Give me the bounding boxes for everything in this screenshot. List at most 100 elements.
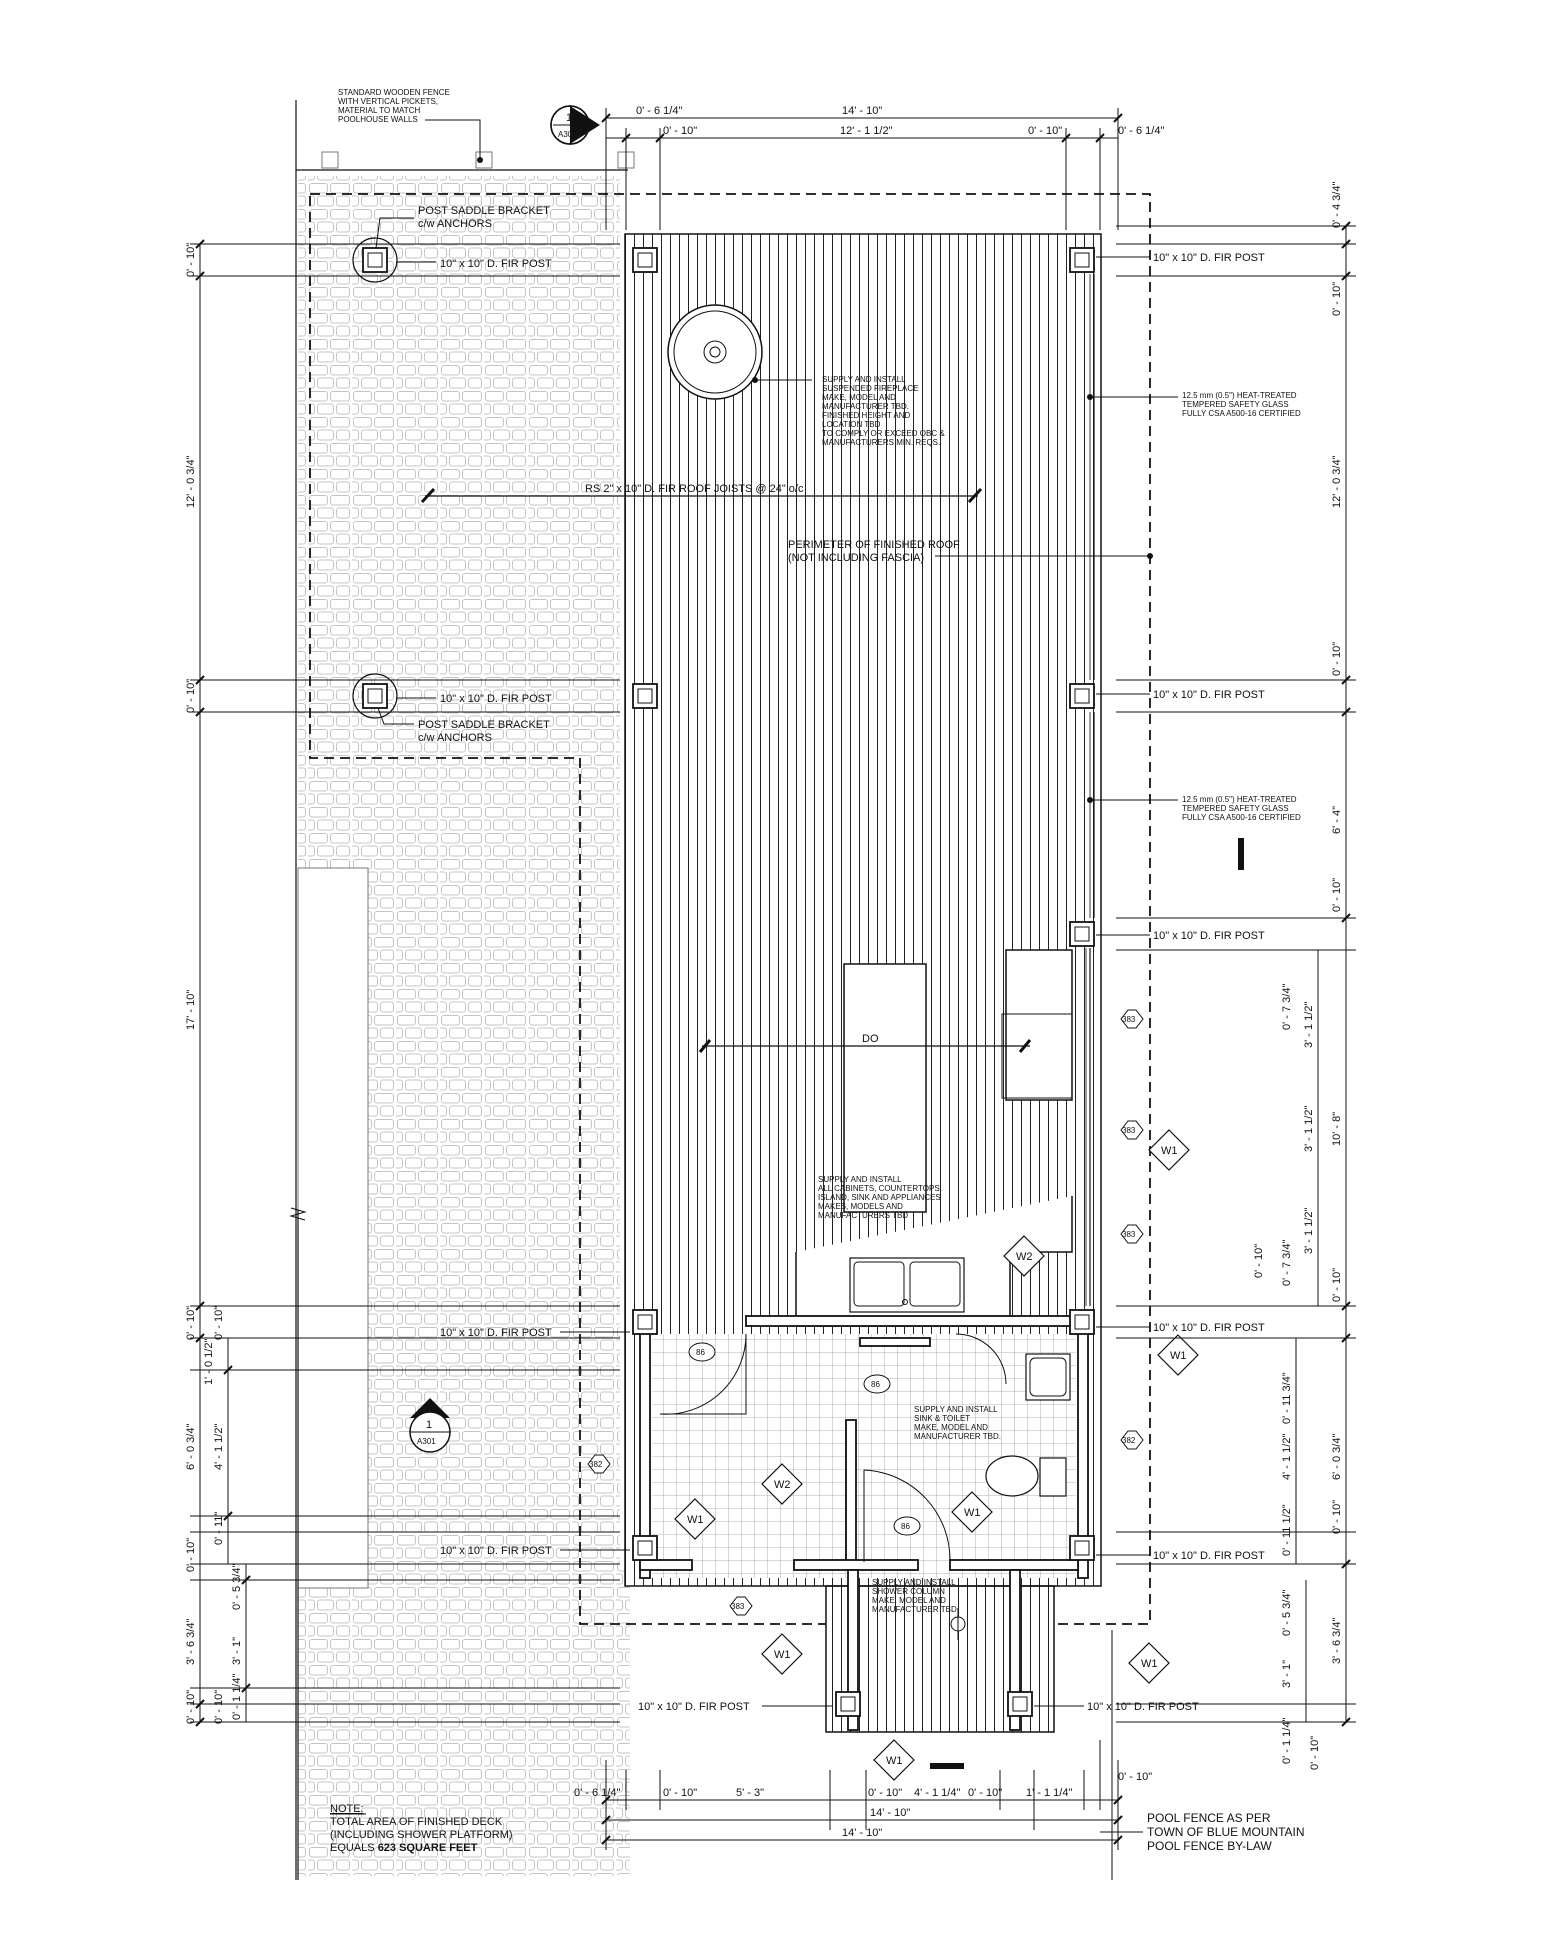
fir-post: [632, 1535, 658, 1561]
joist-line: RS 2" x 10" D. FIR ROOF JOISTS @ 24" o/c: [420, 483, 983, 504]
dim-label: 0' - 4 3/4": [1331, 182, 1343, 228]
dim-label: 0' - 5 3/4": [231, 1564, 243, 1610]
window-tags: W1 W1 W2 W2 W1 W1 W1 W1: [674, 1129, 1199, 1781]
fireplace-note-line: FINISHED HEIGHT AND: [822, 411, 911, 420]
dim-label: 0' - 1 1/4": [231, 1674, 243, 1720]
door-tag-label: 382: [1122, 1436, 1136, 1445]
fireplace: [667, 304, 812, 400]
fence-note-line: WITH VERTICAL PICKETS,: [338, 97, 438, 106]
glass-note-line: TEMPERED SAFETY GLASS: [1182, 804, 1289, 813]
area-note-heading: NOTE:: [330, 1803, 364, 1815]
dim-label: 0' - 10": [663, 125, 697, 137]
dim-label: 12' - 1 1/2": [840, 125, 893, 137]
window-tag-label: W2: [774, 1479, 791, 1491]
dim-label: 0' - 6 1/4": [574, 1787, 620, 1799]
glass-note-line: TEMPERED SAFETY GLASS: [1182, 400, 1289, 409]
window-tag: W2: [1003, 1235, 1045, 1277]
area-note-line: TOTAL AREA OF FINISHED DECK: [330, 1816, 503, 1828]
cabinet-note-line: MAKES, MODELS AND: [818, 1202, 903, 1211]
post-label: 10" x 10" D. FIR POST: [1153, 1322, 1265, 1334]
dim-label: 0' - 1 1/4": [1281, 1718, 1293, 1764]
dim-label: 12' - 0 3/4": [185, 455, 197, 508]
window-tag: W1: [761, 1633, 803, 1675]
post-label: 10" x 10" D. FIR POST: [1153, 689, 1265, 701]
door-tag: 86: [893, 1516, 921, 1536]
fir-post: [1069, 683, 1095, 709]
dim-label: 0' - 7 3/4": [1281, 984, 1293, 1030]
fireplace-note-line: MAKE, MODEL AND: [822, 393, 896, 402]
post-label: 10" x 10" D. FIR POST: [440, 693, 552, 705]
window-tag-label: W2: [1016, 1251, 1033, 1263]
fir-post: [632, 1309, 658, 1335]
fir-post: [1069, 247, 1095, 273]
dim-label: 0' - 10": [185, 1306, 197, 1340]
door-tag: 383: [729, 1596, 753, 1616]
section-marker-top: 1 A302: [550, 105, 600, 145]
door-tag-label: 86: [901, 1522, 910, 1531]
dim-label: 0' - 10": [185, 679, 197, 713]
dim-label: 5' - 3": [736, 1787, 764, 1799]
fir-post: [632, 683, 658, 709]
fir-post: [1069, 921, 1095, 947]
area-note: NOTE: TOTAL AREA OF FINISHED DECK (INCLU…: [330, 1803, 513, 1854]
door-tag-label: 86: [696, 1348, 705, 1357]
window-tag-label: W1: [687, 1514, 704, 1526]
post-labels: 10" x 10" D. FIR POST 10" x 10" D. FIR P…: [396, 252, 1265, 1713]
post-label: 10" x 10" D. FIR POST: [1153, 930, 1265, 942]
area-note-line: EQUALS 623 SQUARE FEET: [330, 1842, 478, 1854]
perimeter-note: PERIMETER OF FINISHED ROOF (NOT INCLUDIN…: [788, 539, 1153, 564]
fence-note-line: STANDARD WOODEN FENCE: [338, 88, 450, 97]
window-tag: W1: [873, 1739, 915, 1781]
glass-note-lower: 12.5 mm (0.5") HEAT-TREATED TEMPERED SAF…: [1092, 795, 1301, 822]
door-tag: 383: [1120, 1120, 1144, 1140]
dim-label: 0' - 5 3/4": [1281, 1590, 1293, 1636]
dimension-lines: [190, 108, 1356, 1880]
fir-post: [1069, 1309, 1095, 1335]
area-note-line: (INCLUDING SHOWER PLATFORM): [330, 1829, 513, 1841]
dim-label: 0' - 10": [1331, 282, 1343, 316]
dim-label: 0' - 10": [1309, 1736, 1321, 1770]
sink-toilet-note-line: MAKE, MODEL AND: [914, 1423, 988, 1432]
dim-label: 0' - 10": [1253, 1244, 1265, 1278]
dim-label: 0' - 10": [1118, 1771, 1152, 1783]
dim-label: 4' - 1 1/2": [1281, 1434, 1293, 1480]
fireplace-note-line: MANUFACTURER TBD.: [822, 402, 909, 411]
fireplace-note-line: TO COMPLY OR EXCEED OBC &: [822, 429, 945, 438]
dimension-ticks: [195, 113, 1351, 1845]
dim-label: 14' - 10": [870, 1807, 910, 1819]
door-tag: 383: [1120, 1009, 1144, 1029]
dim-label: 0' - 6 1/4": [636, 105, 682, 117]
dim-label: 0' - 10": [1331, 642, 1343, 676]
shower-note-line: SHOWER COLUMN: [872, 1587, 945, 1596]
cabinet-note-line: ALL CABINETS, COUNTERTOPS,: [818, 1184, 942, 1193]
fence-note-line: POOLHOUSE WALLS: [338, 115, 418, 124]
joist-label: RS 2" x 10" D. FIR ROOF JOISTS @ 24" o/c: [585, 483, 804, 495]
saddle-bracket-line: c/w ANCHORS: [418, 218, 492, 230]
dim-label: 12' - 0 3/4": [1331, 455, 1343, 508]
window-tag: W1: [1157, 1334, 1199, 1376]
cabinet-note-line: SUPPLY AND INSTALL: [818, 1175, 902, 1184]
fir-post: [632, 247, 658, 273]
window-tag-label: W1: [886, 1755, 903, 1767]
shower-note-line: SUPPLY AND INSTALL: [872, 1578, 956, 1587]
dim-label: 0' - 10": [1331, 878, 1343, 912]
dim-label: 0' - 10": [663, 1787, 697, 1799]
post-label: 10" x 10" D. FIR POST: [1087, 1701, 1199, 1713]
dim-label: 3' - 1 1/2": [1303, 1106, 1315, 1152]
fence-note-line: MATERIAL TO MATCH: [338, 106, 420, 115]
roof-perimeter-dashed: [309, 193, 1151, 1625]
dim-label: 0' - 10": [1331, 1268, 1343, 1302]
dim-label: 3' - 1 1/2": [1303, 1002, 1315, 1048]
window-tag-label: W1: [1161, 1145, 1178, 1157]
section-num: 1: [566, 112, 572, 124]
dim-label: 0' - 10": [185, 1690, 197, 1724]
dim-label: 0' - 10": [185, 1538, 197, 1572]
sink-toilet-note-line: SINK & TOILET: [914, 1414, 970, 1423]
cabinet-note: SUPPLY AND INSTALL ALL CABINETS, COUNTER…: [818, 1175, 942, 1220]
dim-label: 14' - 10": [842, 1827, 882, 1839]
dim-label: 6' - 0 3/4": [1331, 1434, 1343, 1480]
door-tag: 86: [688, 1342, 716, 1362]
dim-label: 3' - 1 1/2": [1303, 1208, 1315, 1254]
bottom-dimensions: 0' - 6 1/4" 0' - 10" 5' - 3" 0' - 10" 4'…: [574, 1771, 1152, 1839]
